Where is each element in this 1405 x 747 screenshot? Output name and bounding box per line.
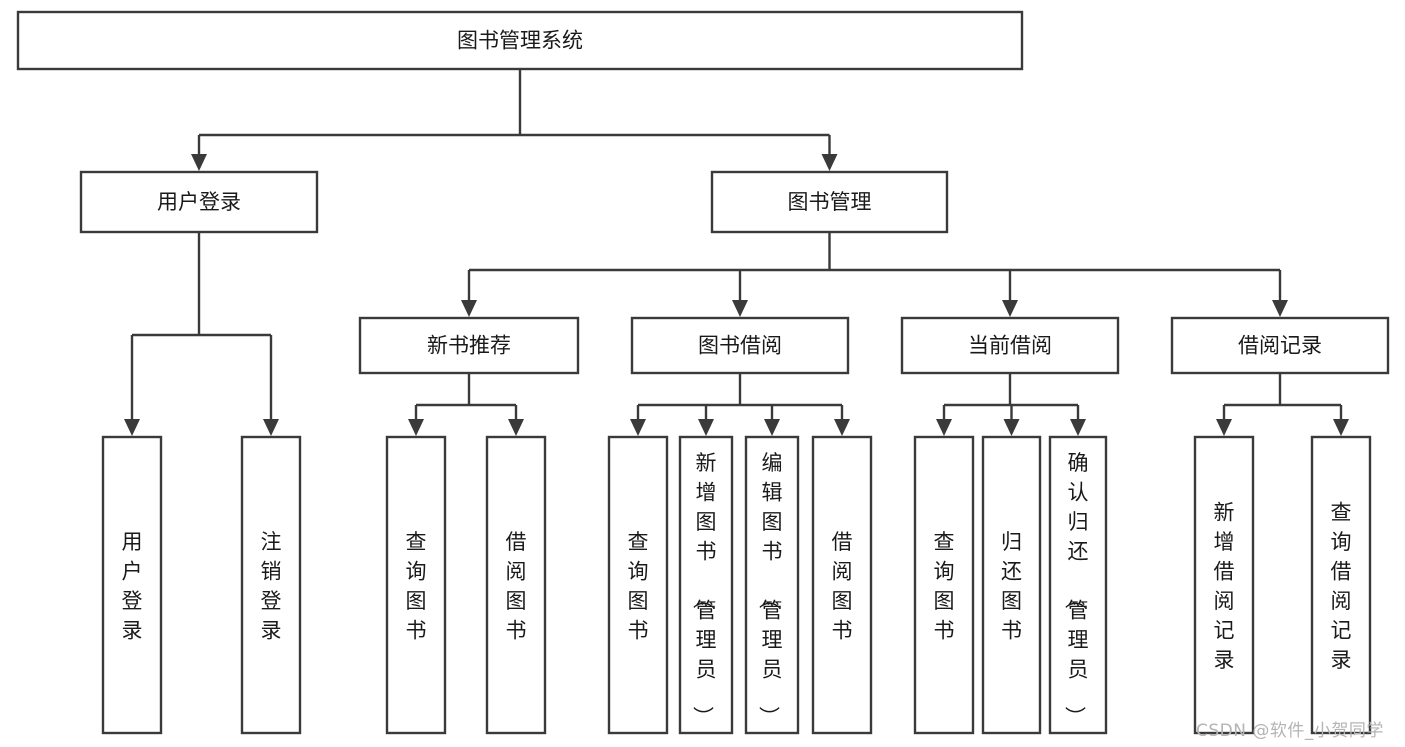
arrow-head-icon: [1216, 419, 1232, 436]
arrow-head-icon: [1272, 300, 1288, 317]
node-label: 新书推荐: [427, 334, 511, 358]
node-label: 查询图书: [934, 530, 955, 643]
node-label: 当前借阅: [968, 334, 1052, 358]
node-box: [607, 435, 669, 735]
node-box: [981, 435, 1042, 735]
node-leaf-cb-query[interactable]: 查询图书: [913, 435, 975, 735]
arrow-head-icon: [1333, 419, 1349, 436]
node-box: [630, 316, 850, 375]
node-box: [385, 435, 447, 735]
node-book-borrow[interactable]: 图书借阅: [630, 316, 850, 375]
connector-group-current-borrow: [936, 373, 1086, 436]
node-box: [811, 435, 873, 735]
node-leaf-br-add[interactable]: 新增借阅记录: [1193, 435, 1255, 735]
node-borrow-record[interactable]: 借阅记录: [1170, 316, 1390, 375]
node-label: 查询图书: [406, 530, 427, 643]
node-label: 查询图书: [628, 530, 649, 643]
node-box: [744, 435, 800, 735]
arrow-head-icon: [764, 419, 780, 436]
node-box: [1170, 316, 1390, 375]
node-user-login[interactable]: 用户登录: [79, 170, 319, 234]
connector-group-book-borrow: [630, 373, 850, 436]
connector-layer: [124, 69, 1349, 436]
node-label: 注销登录: [261, 530, 282, 643]
node-root[interactable]: 图书管理系统: [16, 10, 1024, 71]
node-leaf-user-login[interactable]: 用户登录: [101, 435, 163, 735]
node-box: [485, 435, 547, 735]
node-box: [913, 435, 975, 735]
node-label: 图书管理: [788, 190, 872, 214]
node-label: 编辑图书（管理员）: [757, 451, 783, 727]
node-label: 用户登录: [122, 530, 143, 643]
arrow-head-icon: [508, 419, 524, 436]
node-label: 查询借阅记录: [1331, 501, 1352, 673]
csdn-watermark: CSDN @软件_小贺同学: [1196, 721, 1384, 741]
arrow-head-icon: [1002, 300, 1018, 317]
connector-group-new-book-rec: [408, 373, 524, 436]
arrow-head-icon: [191, 154, 207, 171]
node-box: [900, 316, 1120, 375]
arrow-head-icon: [1070, 419, 1086, 436]
node-box: [1048, 435, 1108, 735]
node-label: 借阅图书: [506, 530, 527, 643]
arrow-head-icon: [263, 419, 279, 436]
node-label: 新增图书（管理员）: [691, 451, 717, 727]
arrow-head-icon: [461, 300, 477, 317]
arrow-head-icon: [408, 419, 424, 436]
node-leaf-user-logout[interactable]: 注销登录: [240, 435, 302, 735]
node-layer: 图书管理系统用户登录图书管理新书推荐图书借阅当前借阅借阅记录用户登录注销登录查询…: [16, 10, 1390, 735]
arrow-head-icon: [821, 154, 838, 171]
node-label: 图书借阅: [698, 334, 782, 358]
node-label: 图书管理系统: [457, 29, 583, 53]
arrow-head-icon: [1003, 419, 1020, 436]
node-box: [710, 170, 949, 234]
node-box: [1193, 435, 1255, 735]
node-leaf-cb-confirm[interactable]: 确认归还（管理员）: [1048, 435, 1108, 735]
node-label: 新增借阅记录: [1214, 501, 1235, 673]
node-leaf-bb-borrow[interactable]: 借阅图书: [811, 435, 873, 735]
node-label: 用户登录: [157, 190, 241, 214]
node-label: 借阅记录: [1238, 334, 1322, 358]
node-leaf-bb-edit[interactable]: 编辑图书（管理员）: [744, 435, 800, 735]
node-label: 归还图书: [1001, 530, 1022, 643]
arrow-head-icon: [936, 419, 952, 436]
node-label: 借阅图书: [832, 530, 853, 643]
arrow-head-icon: [834, 419, 850, 436]
node-box: [1310, 435, 1372, 735]
arrow-head-icon: [630, 419, 646, 436]
node-box: [16, 10, 1024, 71]
node-current-borrow[interactable]: 当前借阅: [900, 316, 1120, 375]
node-label: 确认归还（管理员）: [1063, 451, 1089, 727]
node-new-book-rec[interactable]: 新书推荐: [358, 316, 580, 375]
node-leaf-cb-return[interactable]: 归还图书: [981, 435, 1042, 735]
arrow-head-icon: [732, 300, 748, 317]
node-box: [79, 170, 319, 234]
node-leaf-bb-query[interactable]: 查询图书: [607, 435, 669, 735]
arrow-head-icon: [124, 419, 140, 436]
connector-group-user-login: [124, 232, 279, 436]
arrow-head-icon: [698, 419, 714, 436]
connector-group-root: [191, 69, 838, 171]
node-leaf-bb-add[interactable]: 新增图书（管理员）: [678, 435, 734, 735]
node-box: [240, 435, 302, 735]
connector-group-book-manage: [461, 232, 1288, 317]
node-leaf-br-query[interactable]: 查询借阅记录: [1310, 435, 1372, 735]
node-box: [101, 435, 163, 735]
node-leaf-nbr-borrow[interactable]: 借阅图书: [485, 435, 547, 735]
node-book-manage[interactable]: 图书管理: [710, 170, 949, 234]
connector-group-borrow-record: [1216, 373, 1349, 436]
node-box: [358, 316, 580, 375]
node-box: [678, 435, 734, 735]
node-leaf-nbr-query[interactable]: 查询图书: [385, 435, 447, 735]
